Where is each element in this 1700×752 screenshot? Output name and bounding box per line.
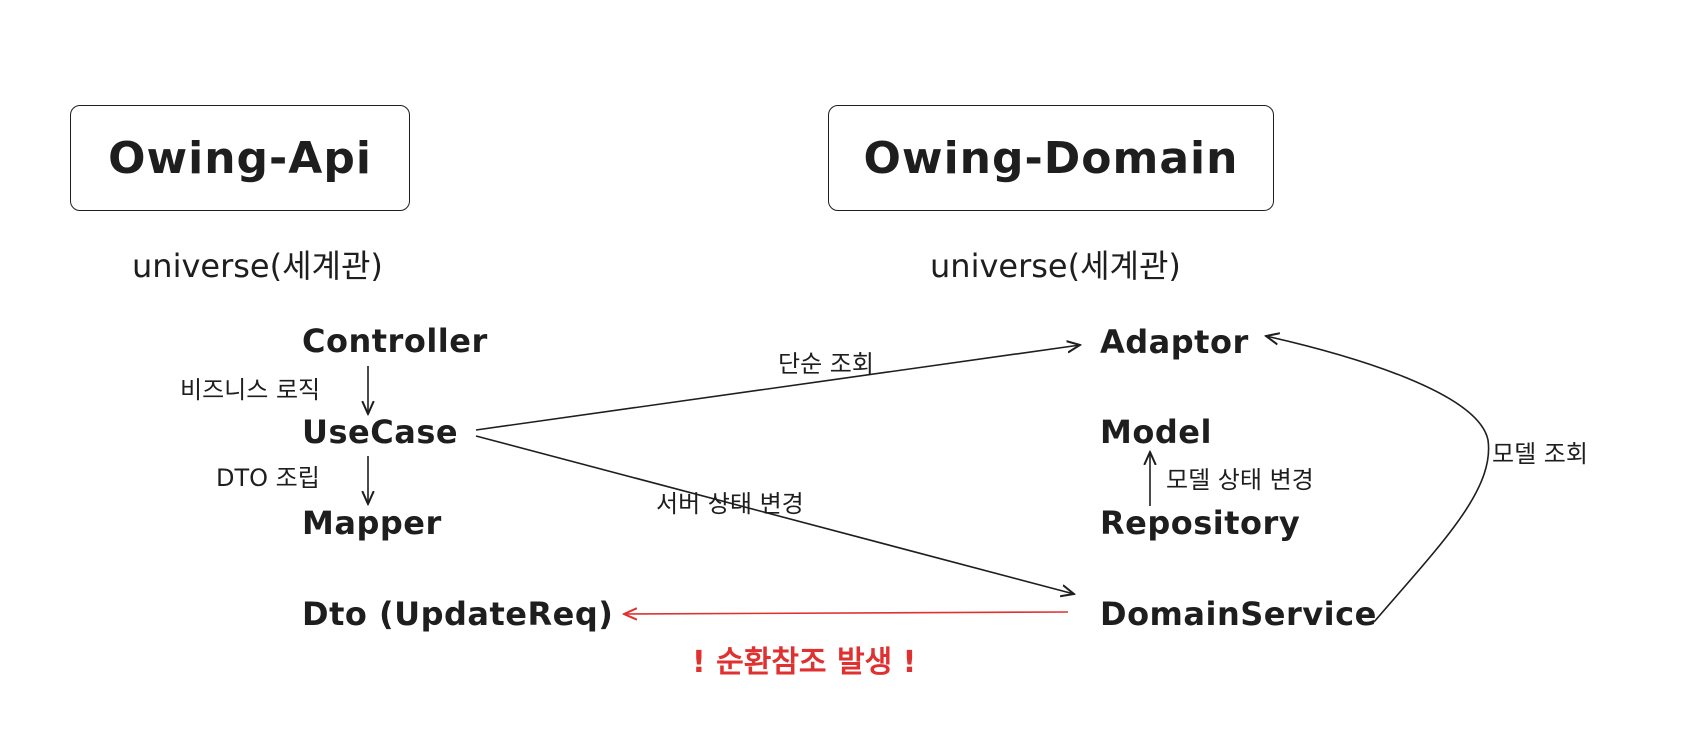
adaptor-node: Adaptor: [1100, 323, 1249, 361]
owing-domain-module-title: Owing-Domain: [828, 105, 1274, 211]
arrow-usecase-to-adaptor: [475, 345, 1080, 431]
domain-service-node: DomainService: [1100, 595, 1377, 633]
usecase-node: UseCase: [302, 413, 459, 451]
edge-label-simple-query: 단순 조회: [778, 350, 874, 378]
edge-label-model-state-change: 모델 상태 변경: [1166, 466, 1314, 494]
arrow-usecase-to-domain-service: [475, 435, 1074, 594]
edge-label-model-query: 모델 조회: [1492, 440, 1588, 468]
owing-api-module-title: Owing-Api: [70, 105, 410, 211]
arrow-domain-service-to-dto: [624, 612, 1069, 614]
api-universe-label: universe(세계관): [132, 247, 383, 285]
mapper-node: Mapper: [302, 504, 442, 542]
edge-label-business-logic: 비즈니스 로직: [180, 376, 321, 404]
edge-label-dto-assembly: DTO 조립: [216, 464, 320, 492]
dto-update-req-node: Dto (UpdateReq): [302, 595, 614, 633]
controller-node: Controller: [302, 322, 488, 360]
repository-node: Repository: [1100, 504, 1301, 542]
edge-label-server-state-change: 서버 상태 변경: [656, 490, 804, 518]
arrow-domain-service-to-adaptor: [1266, 336, 1490, 623]
circular-reference-warning: ! 순환참조 발생 !: [692, 645, 917, 680]
model-node: Model: [1100, 413, 1212, 451]
domain-universe-label: universe(세계관): [930, 247, 1181, 285]
